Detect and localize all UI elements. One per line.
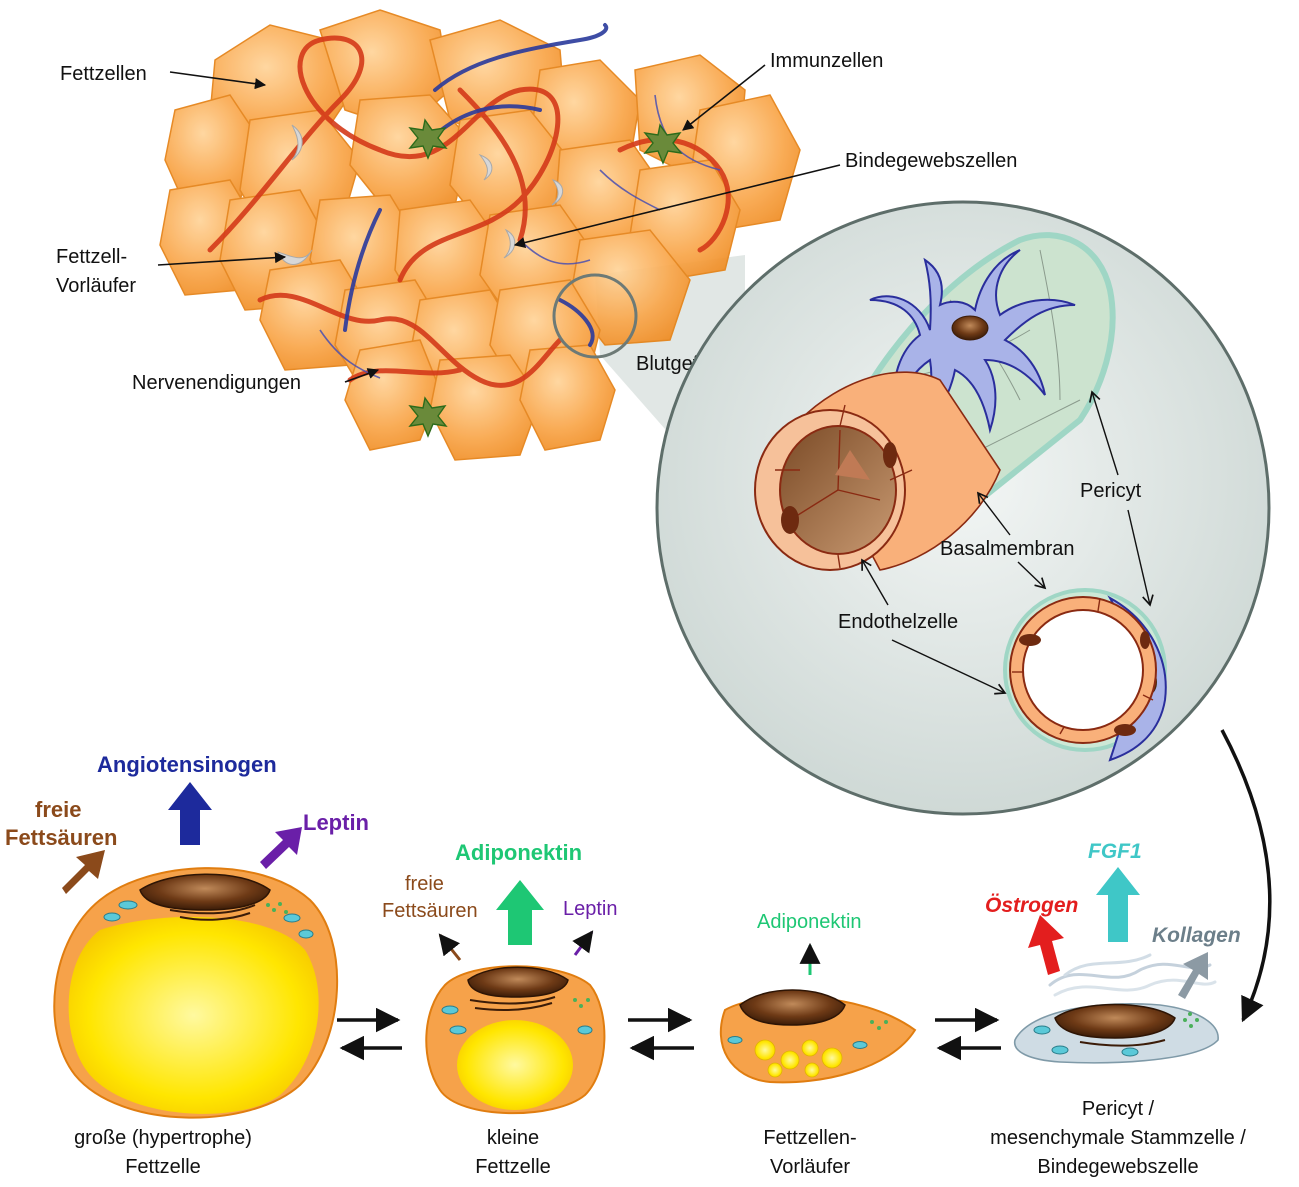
label-pericyt: Pericyt — [1080, 480, 1142, 502]
label-basalmembran: Basalmembran — [940, 538, 1075, 560]
label-freie-fettsaeuren-small-2: Fettsäuren — [382, 900, 478, 922]
small-cell-nucleus — [467, 966, 569, 998]
label-angiotensinogen: Angiotensinogen — [97, 752, 277, 777]
endothelial-nuclei — [781, 442, 897, 534]
arrow-nervenendigungen — [344, 368, 380, 383]
caption-small-1: kleine — [487, 1127, 539, 1149]
precursor-cell-golgi — [870, 1020, 888, 1030]
fgf1-arrow — [1096, 867, 1140, 942]
large-cell-lipid — [68, 916, 319, 1114]
cross-section-endothelial-nuclei — [1019, 631, 1150, 736]
arrow-endothelzelle-bottom — [891, 639, 1007, 695]
label-bindegewebszellen: Bindegewebszellen — [845, 150, 1017, 172]
label-freie-fettsaeuren-large-2: Fettsäuren — [5, 825, 117, 850]
arrow-bindegewebszellen — [513, 164, 841, 249]
caption-pericyte-2: mesenchymale Stammzelle / — [990, 1127, 1246, 1149]
small-cell-golgi — [573, 998, 590, 1008]
arrow-pericyt-top — [1088, 390, 1119, 476]
arrow-fettzellen — [169, 71, 267, 90]
angiotensinogen-arrow — [168, 782, 212, 845]
label-fettzellen: Fettzellen — [60, 63, 147, 85]
magnified-vessel: Pericyt Basalmembran Endothelzelle — [655, 200, 1271, 816]
pericyte-cell-nucleus — [1054, 1003, 1176, 1039]
label-fettzell-vorlaeufer-2: Vorläufer — [56, 275, 136, 297]
pericyte-cell: Östrogen FGF1 Kollagen — [985, 840, 1241, 1064]
pericyte-cell-golgi — [1183, 1012, 1199, 1028]
small-fat-cell — [425, 965, 606, 1115]
leptin-arrow-small — [572, 930, 594, 956]
precursor-cell-nucleus — [739, 989, 846, 1026]
precursor-cell: Adiponektin — [719, 911, 917, 1084]
blood-vessel-highlight — [552, 273, 638, 359]
label-freie-fettsaeuren-small-1: freie — [405, 873, 444, 895]
arrow-fettzell-vorlaeufer — [157, 252, 287, 266]
cell-captions: große (hypertrophe) Fettzelle kleine Fet… — [74, 1098, 1246, 1178]
pericyte-cell-er — [1079, 1039, 1166, 1047]
immune-cells — [408, 118, 683, 438]
large-cell-nucleus — [139, 873, 271, 911]
label-leptin-small: Leptin — [563, 898, 618, 920]
cross-section-lumen — [1022, 609, 1144, 731]
small-cell-mitochondria — [441, 1005, 593, 1035]
small-cell-secretions: Adiponektin freie Fettsäuren Leptin — [382, 840, 618, 961]
differentiation-origin-arrow — [1220, 729, 1272, 1023]
arrow-immunzellen — [682, 64, 766, 131]
fatty-acids-arrow-large — [62, 850, 105, 894]
label-kollagen: Kollagen — [1152, 924, 1241, 947]
label-fettzell-vorlaeufer-1: Fettzell- — [56, 246, 127, 268]
caption-precursor-2: Vorläufer — [770, 1156, 850, 1178]
label-leptin-large: Leptin — [303, 810, 369, 835]
tissue-annotations: Fettzellen Immunzellen Bindegewebszellen… — [56, 50, 1017, 394]
label-freie-fettsaeuren-large-1: freie — [35, 797, 81, 822]
label-endothelzelle: Endothelzelle — [838, 611, 958, 633]
pericyte-nucleus — [951, 315, 989, 341]
oestrogen-arrow — [1028, 915, 1064, 975]
leptin-arrow-large — [260, 827, 302, 869]
label-adiponektin-small: Adiponektin — [757, 911, 862, 933]
veins — [343, 23, 609, 347]
equilibrium-arrows — [337, 1007, 1001, 1061]
arrow-endothelzelle-top — [861, 558, 889, 606]
arrow-basalmembran-bottom — [1017, 561, 1047, 590]
small-cell-er — [469, 996, 556, 1012]
adipose-tissue-cluster — [159, 9, 801, 520]
precursor-cell-lipids — [754, 1039, 843, 1078]
label-fgf1: FGF1 — [1088, 840, 1142, 863]
large-cell-golgi — [266, 902, 288, 914]
cross-section-borders — [1012, 597, 1154, 735]
small-cell-lipid — [457, 1020, 573, 1110]
fatty-acids-arrow-small — [438, 933, 462, 961]
large-fat-cell — [53, 867, 339, 1119]
arrow-pericyt-bottom — [1127, 509, 1154, 607]
caption-precursor-1: Fettzellen- — [763, 1127, 856, 1149]
large-cell-secretions: Angiotensinogen freie Fettsäuren Leptin — [5, 752, 369, 894]
precursor-cell-mitochondria — [727, 1036, 868, 1049]
caption-pericyte-1: Pericyt / — [1082, 1098, 1155, 1120]
caption-large-1: große (hypertrophe) — [74, 1127, 252, 1149]
large-cell-mitochondria — [103, 900, 314, 939]
pericyte-cell-mitochondria — [1033, 1025, 1139, 1057]
large-cell-er — [169, 904, 256, 921]
caption-pericyte-3: Bindegewebszelle — [1037, 1156, 1198, 1178]
arrow-basalmembran-top — [976, 491, 1011, 536]
label-adiponektin-large: Adiponektin — [455, 840, 582, 865]
label-oestrogen: Östrogen — [985, 894, 1078, 917]
kollagen-arrow — [1178, 952, 1208, 999]
caption-small-2: Fettzelle — [475, 1156, 551, 1178]
adiponektin-arrow-large — [496, 880, 544, 945]
label-nervenendigungen: Nervenendigungen — [132, 372, 301, 394]
caption-large-2: Fettzelle — [125, 1156, 201, 1178]
label-immunzellen: Immunzellen — [770, 50, 883, 72]
